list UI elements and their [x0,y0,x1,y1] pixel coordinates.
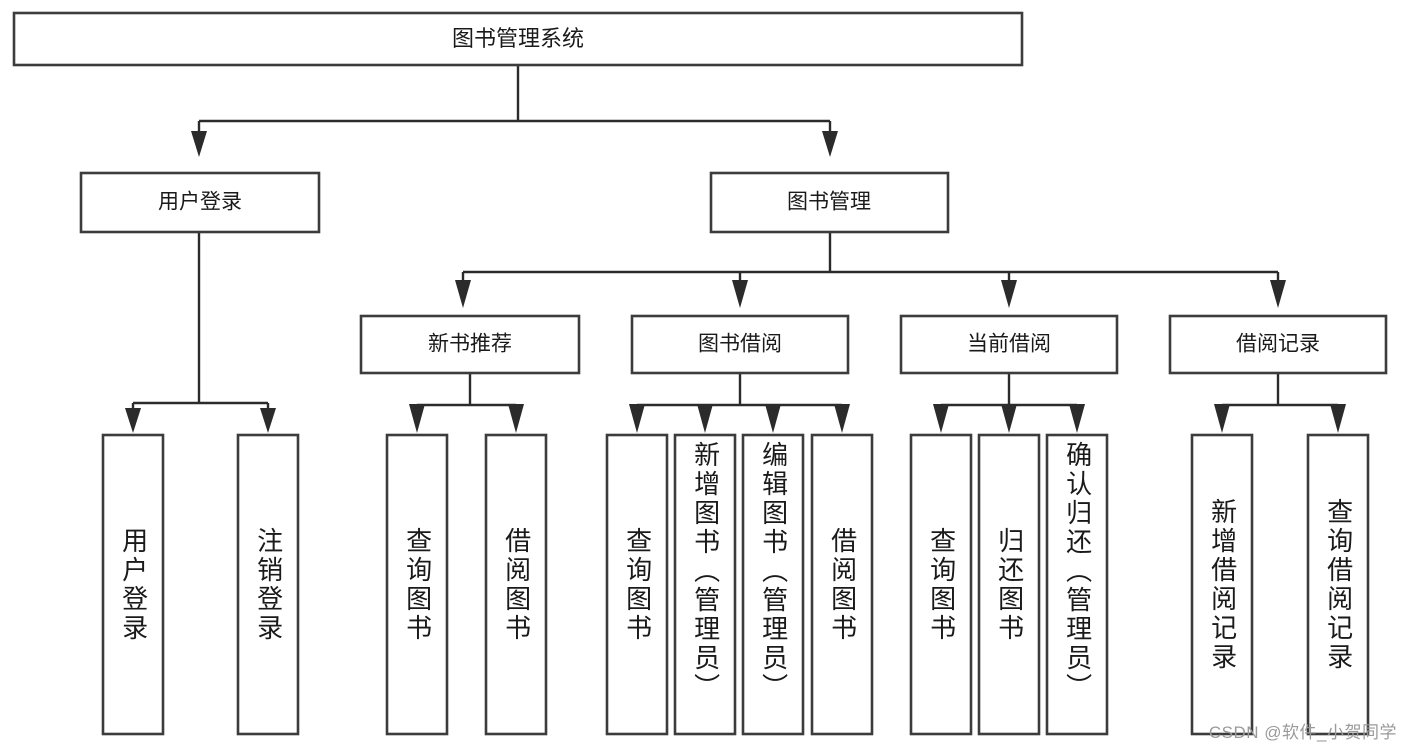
arrow-head-leaf-query-book-1 [409,404,425,433]
node-book-management-box[interactable] [709,171,950,234]
node-user-login-box[interactable] [79,171,321,234]
leaf-box-layer [101,433,1370,736]
node-leaf-return-book-box[interactable] [977,433,1041,736]
node-current-borrow-label: 当前借阅 [967,333,1051,356]
node-current-borrow-box[interactable] [899,314,1119,375]
node-leaf-user-logout-box[interactable] [236,433,300,736]
node-leaf-edit-book-box[interactable] [741,433,805,736]
node-leaf-query-book-2-box[interactable] [605,433,669,736]
arrow-head-leaf-add-book [697,404,713,433]
arrow-head-leaf-borrow-book-2 [834,404,850,433]
node-leaf-borrow-book-1-box[interactable] [484,433,548,736]
node-leaf-confirm-return-box[interactable] [1045,433,1109,736]
arrow-head-new-book-recommend [455,280,471,308]
node-leaf-query-book-3-box[interactable] [909,433,973,736]
arrow-head-user-login [191,131,207,157]
csdn-watermark: CSDN @软件_小贺同学 [1208,723,1397,742]
node-leaf-add-record-box[interactable] [1190,433,1254,736]
node-book-borrow-label: 图书借阅 [698,333,782,356]
node-leaf-query-record-box[interactable] [1306,433,1370,736]
node-new-book-recommend[interactable]: 新书推荐 [359,314,581,375]
node-borrow-record-label: 借阅记录 [1236,333,1320,356]
node-leaf-user-login-box[interactable] [101,433,165,736]
arrow-head-leaf-query-book-2 [629,404,645,433]
node-borrow-record[interactable]: 借阅记录 [1168,314,1388,375]
node-root[interactable]: 图书管理系统 [12,11,1024,67]
arrow-head-leaf-confirm-return [1069,404,1085,433]
arrow-head-leaf-return-book [1001,404,1017,433]
arrow-head-leaf-edit-book [765,404,781,433]
arrow-head-leaf-add-record [1214,404,1230,433]
arrow-head-book-management [822,131,838,157]
node-book-management[interactable]: 图书管理 [709,171,950,234]
node-new-book-recommend-box[interactable] [359,314,581,375]
node-root-label: 图书管理系统 [452,26,584,51]
arrow-head-leaf-query-book-3 [933,404,949,433]
node-leaf-add-book-box[interactable] [673,433,737,736]
node-book-management-label: 图书管理 [787,191,871,214]
node-book-borrow[interactable]: 图书借阅 [630,314,850,375]
node-current-borrow[interactable]: 当前借阅 [899,314,1119,375]
arrow-head-current-borrow [1001,280,1017,308]
connector-layer [125,66,1346,433]
node-user-login[interactable]: 用户登录 [79,171,321,234]
node-root-box[interactable] [12,11,1024,67]
node-book-borrow-box[interactable] [630,314,850,375]
node-new-book-recommend-label: 新书推荐 [428,333,512,356]
node-leaf-borrow-book-2-box[interactable] [810,433,874,736]
node-borrow-record-box[interactable] [1168,314,1388,375]
arrow-head-borrow-record [1270,280,1286,308]
node-leaf-query-book-1-box[interactable] [385,433,449,736]
arrow-head-book-borrow [732,280,748,308]
node-user-login-label: 用户登录 [158,191,242,214]
arrow-head-leaf-user-logout [260,408,276,433]
arrow-head-leaf-borrow-book-1 [508,404,524,433]
arrow-head-leaf-user-login [125,408,141,433]
arrow-head-leaf-query-record [1330,404,1346,433]
